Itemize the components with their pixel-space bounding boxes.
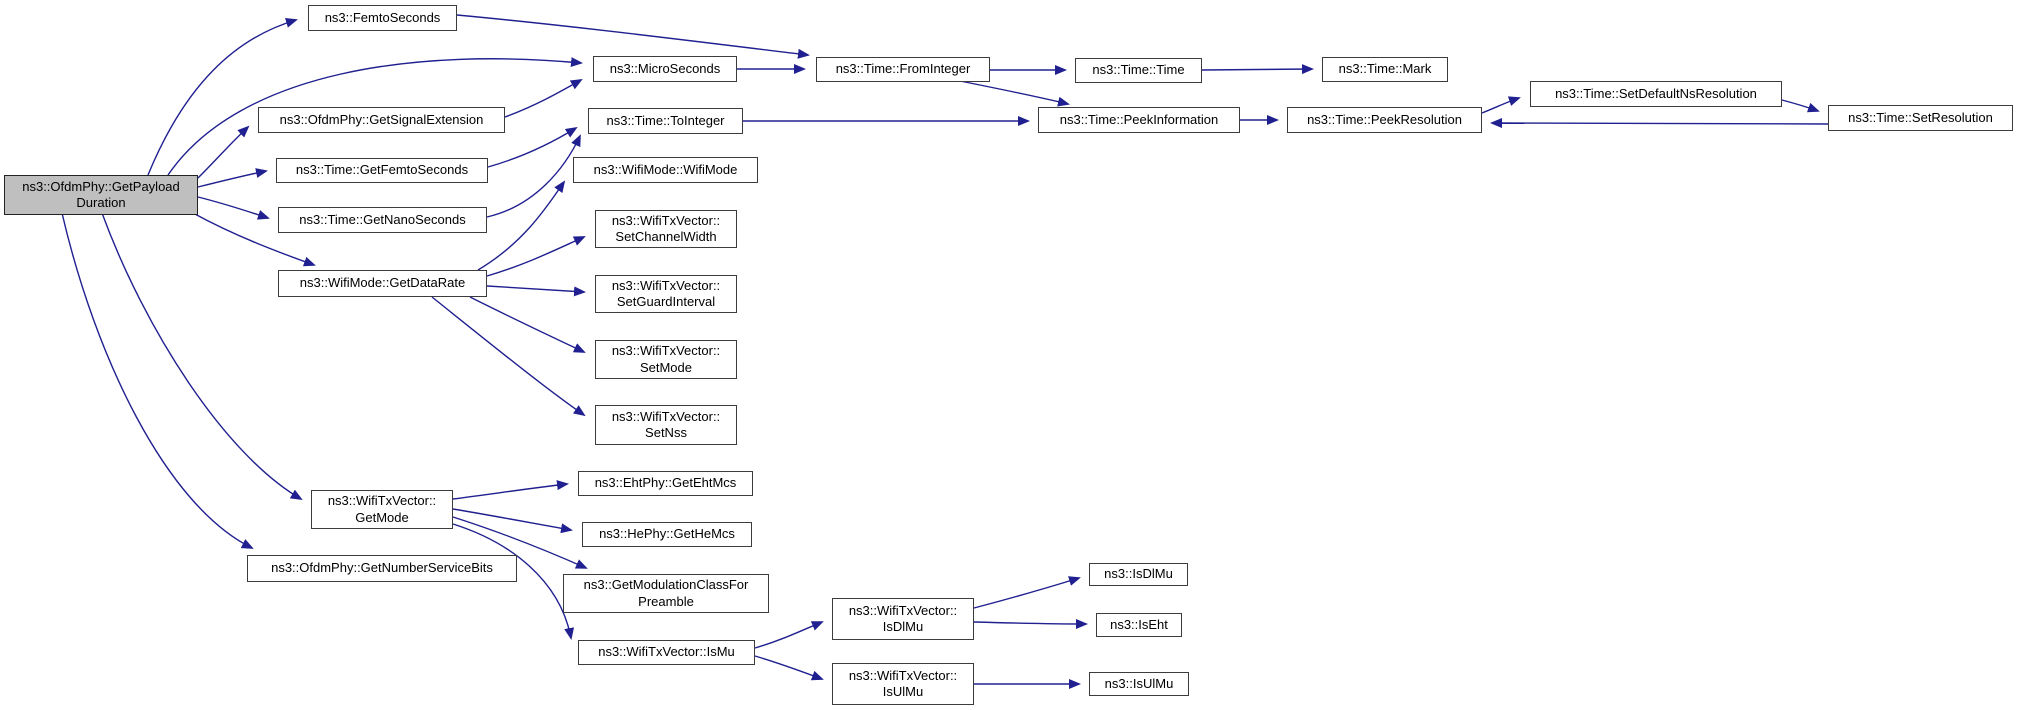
edge-getdatarate-to-setchannelwidth: [486, 236, 586, 277]
node-label: ns3::IsEht: [1110, 616, 1168, 632]
node-ns3-wifitxvector-ismu[interactable]: ns3::WifiTxVector::IsMu: [578, 640, 755, 665]
node-ns3-isdlmu[interactable]: ns3::IsDlMu: [1089, 563, 1188, 586]
node-label: ns3::Time::ToInteger: [606, 112, 725, 128]
node-label: ns3::WifiTxVector::: [327, 493, 437, 509]
node-ns3-time-tointeger[interactable]: ns3::Time::ToInteger: [588, 108, 743, 134]
node-ns3-getmodulationclassforpreamble[interactable]: ns3::GetModulationClassFor Preamble: [563, 574, 769, 613]
node-label: ns3::Time::PeekInformation: [1059, 111, 1219, 127]
node-label: ns3::Time::FromInteger: [835, 61, 971, 77]
edge-main-to-getfemtoseconds: [197, 168, 268, 188]
edge-main-to-getnanoseconds: [197, 196, 270, 220]
node-label: ns3::WifiTxVector::: [611, 277, 721, 293]
node-label: SetChannelWidth: [615, 229, 717, 244]
node-label: ns3::WifiTxVector::: [848, 602, 958, 618]
node-ns3-wifitxvector-setchannelwidth[interactable]: ns3::WifiTxVector:: SetChannelWidth: [595, 210, 737, 248]
node-ns3-ofdmphy-getpayloadduration[interactable]: ns3::OfdmPhy::GetPayload Duration: [4, 175, 198, 215]
node-label: ns3::WifiMode::GetDataRate: [299, 275, 466, 291]
edge-main-to-femtoseconds: [147, 18, 298, 176]
node-ns3-wifitxvector-getmode[interactable]: ns3::WifiTxVector:: GetMode: [311, 490, 453, 529]
node-label: ns3::Time::PeekResolution: [1307, 111, 1462, 127]
edge-peekresolution-to-setdefaultnsresolution: [1481, 96, 1521, 114]
edge-femtoseconds-to-frominteger: [456, 14, 810, 59]
node-label: ns3::HePhy::GetHeMcs: [599, 526, 735, 542]
node-label: ns3::WifiTxVector::: [611, 343, 721, 359]
node-label: GetMode: [355, 509, 409, 525]
edge-getfemtoseconds-to-tointeger: [487, 126, 578, 168]
edge-frominteger-to-peekinformation: [959, 80, 1070, 107]
edge-main-to-getsignalextension: [197, 125, 250, 179]
node-label: ns3::IsUlMu: [1104, 675, 1174, 691]
node-label: Duration: [76, 195, 126, 210]
node-ns3-time-setresolution[interactable]: ns3::Time::SetResolution: [1828, 105, 2013, 131]
node-label: ns3::WifiMode::WifiMode: [593, 161, 738, 177]
edge-txisdlmu-to-isdlmu: [973, 576, 1081, 609]
node-label: ns3::WifiTxVector::: [611, 212, 721, 228]
node-ns3-time-getnanoseconds[interactable]: ns3::Time::GetNanoSeconds: [278, 207, 487, 233]
node-label: ns3::MicroSeconds: [609, 60, 721, 76]
edge-getdatarate-to-setnss: [431, 296, 586, 417]
node-label: ns3::IsDlMu: [1104, 566, 1173, 582]
node-label: ns3::Time::Time: [1092, 62, 1185, 78]
node-label: IsDlMu: [882, 619, 924, 634]
node-label: SetGuardInterval: [616, 294, 716, 309]
node-ns3-wifitxvector-isdlmu[interactable]: ns3::WifiTxVector:: IsDlMu: [832, 598, 974, 640]
edge-getdatarate-to-setguardinterval: [486, 285, 586, 297]
node-label: ns3::Time::GetFemtoSeconds: [295, 162, 469, 178]
node-ns3-iseht[interactable]: ns3::IsEht: [1096, 613, 1182, 637]
node-label: ns3::OfdmPhy::GetSignalExtension: [279, 111, 484, 127]
edge-ismu-to-txisdlmu: [754, 621, 824, 649]
node-label: ns3::WifiTxVector::IsMu: [598, 644, 735, 660]
node-ns3-ofdmphy-getsignalextension[interactable]: ns3::OfdmPhy::GetSignalExtension: [258, 107, 505, 133]
node-ns3-isulmu[interactable]: ns3::IsUlMu: [1089, 672, 1189, 696]
edge-main-to-getmode: [101, 212, 303, 501]
edge-getnanoseconds-to-tointeger: [486, 134, 581, 218]
node-ns3-time-frominteger[interactable]: ns3::Time::FromInteger: [816, 57, 990, 82]
node-ns3-femtoseconds[interactable]: ns3::FemtoSeconds: [308, 5, 457, 31]
node-label: IsUlMu: [882, 684, 924, 699]
edge-time-to-mark: [1201, 64, 1314, 75]
edge-txisdlmu-to-iseht: [973, 618, 1088, 629]
node-ns3-wifimode-getdatarate[interactable]: ns3::WifiMode::GetDataRate: [278, 270, 487, 297]
edge-setdefaultnsresolution-to-setresolution: [1781, 99, 1820, 113]
node-label: ns3::Time::SetResolution: [1848, 109, 1993, 125]
node-label: ns3::FemtoSeconds: [324, 9, 441, 25]
edge-ismu-to-txisulmu: [754, 655, 824, 681]
node-label: ns3::Time::Mark: [1338, 61, 1432, 77]
node-label: ns3::WifiTxVector::: [611, 408, 721, 424]
node-label: ns3::Time::SetDefaultNsResolution: [1555, 85, 1757, 101]
edge-getmode-to-gethemcs: [452, 508, 573, 534]
node-ns3-time-getfemtoseconds[interactable]: ns3::Time::GetFemtoSeconds: [276, 158, 488, 183]
node-ns3-wifimode-wifimode[interactable]: ns3::WifiMode::WifiMode: [573, 157, 758, 183]
node-label: ns3::OfdmPhy::GetNumberServiceBits: [271, 560, 493, 576]
edge-getmode-to-getehtmcs: [452, 480, 569, 500]
node-ns3-time-time[interactable]: ns3::Time::Time: [1075, 58, 1202, 83]
node-ns3-time-peekresolution[interactable]: ns3::Time::PeekResolution: [1287, 107, 1482, 133]
node-ns3-wifitxvector-setguardinterval[interactable]: ns3::WifiTxVector:: SetGuardInterval: [595, 275, 737, 313]
edge-getdatarate-to-wifimodector: [477, 180, 566, 271]
node-ns3-ofdmphy-getnumberservicebits[interactable]: ns3::OfdmPhy::GetNumberServiceBits: [247, 555, 517, 582]
node-ns3-wifitxvector-isulmu[interactable]: ns3::WifiTxVector:: IsUlMu: [832, 663, 974, 705]
edge-getdatarate-to-setmode: [469, 296, 586, 353]
node-label: ns3::Time::GetNanoSeconds: [299, 211, 466, 227]
node-ns3-time-peekinformation[interactable]: ns3::Time::PeekInformation: [1038, 107, 1240, 133]
node-label: SetMode: [639, 359, 693, 375]
node-label: ns3::EhtPhy::GetEhtMcs: [594, 475, 737, 491]
edge-setresolution-to-peekresolution: [1490, 118, 1829, 129]
node-ns3-wifitxvector-setnss[interactable]: ns3::WifiTxVector:: SetNss: [595, 405, 737, 445]
node-ns3-time-mark[interactable]: ns3::Time::Mark: [1322, 57, 1448, 82]
node-ns3-hephy-gethemcs[interactable]: ns3::HePhy::GetHeMcs: [582, 522, 752, 547]
node-label: SetNss: [645, 425, 687, 440]
node-ns3-time-setdefaultnsresolution[interactable]: ns3::Time::SetDefaultNsResolution: [1530, 81, 1782, 107]
node-ns3-ehtphy-getehtmcs[interactable]: ns3::EhtPhy::GetEhtMcs: [578, 471, 753, 496]
node-ns3-microseconds[interactable]: ns3::MicroSeconds: [593, 56, 737, 82]
edge-getsignalextension-to-microseconds: [504, 79, 583, 118]
node-label: ns3::WifiTxVector::: [848, 667, 958, 683]
node-label: ns3::OfdmPhy::GetPayload: [22, 178, 180, 194]
node-label: Preamble: [638, 593, 694, 609]
node-label: ns3::GetModulationClassFor: [583, 577, 749, 593]
node-ns3-wifitxvector-setmode[interactable]: ns3::WifiTxVector:: SetMode: [595, 340, 737, 379]
edge-main-to-getnumberservicebits: [61, 212, 254, 549]
